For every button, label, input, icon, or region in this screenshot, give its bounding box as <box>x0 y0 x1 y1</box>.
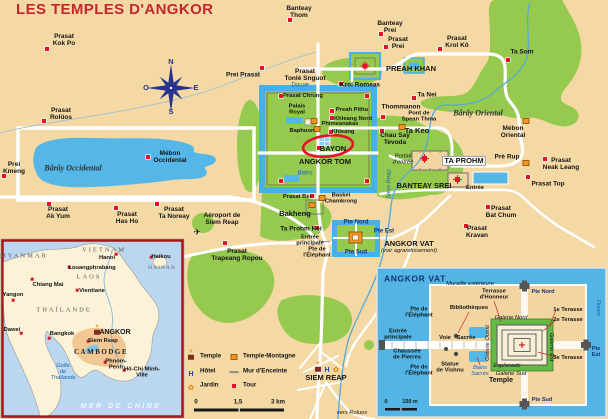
temple-marker-dot <box>317 146 321 150</box>
bakheng-enclosure <box>305 199 324 215</box>
city-marker-dot <box>11 298 15 302</box>
tm-icon <box>398 124 406 130</box>
temple-marker-dot <box>464 224 468 228</box>
tm-icon <box>230 354 238 360</box>
tm-icon <box>313 126 321 132</box>
temple-marker-dot <box>310 194 314 198</box>
city-marker-dot <box>30 277 34 281</box>
tm-icon <box>522 118 530 124</box>
city-marker-dot <box>103 360 107 364</box>
city-marker-dot <box>149 255 153 259</box>
temple-marker-dot <box>339 82 343 86</box>
tm-icon <box>318 195 326 201</box>
temple-marker-dot <box>330 109 334 113</box>
inset-angkor-vat-plan <box>376 267 607 418</box>
tpl-icon <box>188 354 194 360</box>
temple-marker-dot <box>47 202 51 206</box>
city-marker-dot <box>47 336 51 340</box>
temple-marker-dot <box>45 47 49 51</box>
temple-marker-dot <box>486 205 490 209</box>
jardin-icon <box>188 377 194 395</box>
baray-occidental <box>16 126 256 202</box>
tour-icon <box>232 384 236 388</box>
neak-pean-enclosure <box>403 57 425 74</box>
temple-marker-dot <box>543 157 547 161</box>
temple-marker-dot <box>384 45 388 49</box>
tm-icon <box>308 202 316 208</box>
temple-marker-dot <box>365 179 369 183</box>
tpl-icon <box>315 366 321 372</box>
ta-prohm-enclosure <box>411 150 449 171</box>
rivers <box>0 1 531 419</box>
temple-marker-dot <box>223 241 227 245</box>
city-marker-dot <box>19 331 23 335</box>
inset-region-map <box>0 238 185 419</box>
temple-marker-dot <box>379 32 383 36</box>
temple-marker-dot <box>146 155 150 159</box>
bayon-temple <box>318 136 331 147</box>
temple-marker-dot <box>42 119 46 123</box>
temple-marker-dot <box>380 129 384 133</box>
city-marker-dot <box>67 265 71 269</box>
bayon-highlight-ellipse <box>301 133 355 159</box>
temple-marker-dot <box>260 66 264 70</box>
temple-marker-dot <box>381 115 385 119</box>
city-marker-dot <box>122 368 126 372</box>
temple-marker-dot <box>155 202 159 206</box>
angkor-vat-mainmap <box>332 220 380 257</box>
city-marker-dot <box>75 288 79 292</box>
tpl-icon <box>94 329 100 335</box>
temple-marker-dot <box>288 18 292 22</box>
temple-marker-dot <box>279 94 283 98</box>
temple-marker-dot <box>330 116 334 120</box>
roads <box>0 42 596 419</box>
enclosure-temple-icons <box>360 61 462 184</box>
temple-marker-dot <box>2 174 6 178</box>
temple-marker-dot <box>279 179 283 183</box>
temple-marker-dot <box>506 58 510 62</box>
temple-marker-dot <box>526 175 530 179</box>
temple-marker-dot <box>365 94 369 98</box>
tm-icon <box>522 160 530 166</box>
compass-rose <box>147 64 195 112</box>
city-marker-dot <box>114 252 118 256</box>
wall-icon <box>229 371 239 373</box>
temple-marker-dot <box>315 226 319 230</box>
plane-icon <box>193 222 201 240</box>
tm-icon <box>310 118 318 124</box>
hotel-icon <box>324 359 329 377</box>
city-marker-dot <box>86 339 90 343</box>
temple-marker-dot <box>412 96 416 100</box>
temple-marker-dot <box>438 47 442 51</box>
temple-marker-dot <box>329 130 333 134</box>
temple-marker-dot <box>114 206 118 210</box>
entrance-arrow <box>319 240 331 243</box>
srah-srang-pond <box>472 171 509 185</box>
jardin-icon <box>333 359 339 377</box>
scale-bar-main <box>194 408 284 412</box>
